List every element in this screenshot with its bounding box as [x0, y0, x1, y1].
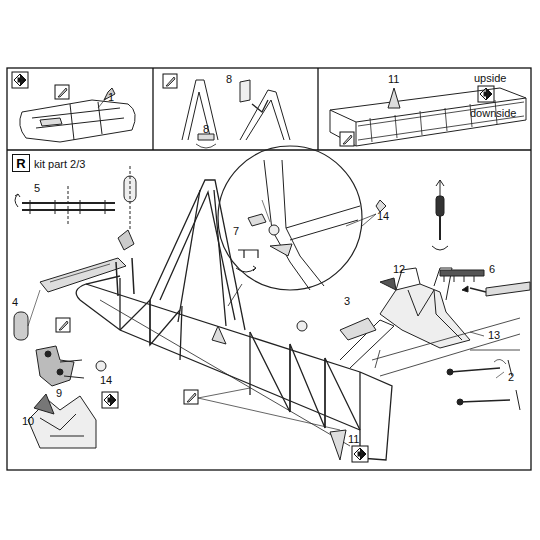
kit-part-note: kit part 2/3: [34, 159, 85, 170]
callout-number: 7: [233, 226, 239, 237]
callout-number: 8: [203, 124, 209, 135]
callout-number: 12: [393, 264, 405, 275]
cut-symbol: [163, 74, 177, 88]
side-symbol: [352, 446, 368, 462]
callout-number: 5: [34, 183, 40, 194]
callout-number: 8: [226, 74, 232, 85]
callout-number: 14: [377, 211, 389, 222]
callout-number: 11: [388, 74, 399, 85]
callout-number: 10: [22, 416, 34, 427]
cut-symbol: [340, 132, 354, 146]
section-letter: R: [16, 157, 25, 170]
section-badge: R: [12, 154, 30, 172]
cut-symbol: [56, 318, 70, 332]
callout-number: 3: [344, 296, 350, 307]
callout-number: 14: [100, 375, 112, 386]
callout-number: 6: [489, 264, 495, 275]
callout-number: 9: [56, 388, 62, 399]
callout-number: 1: [108, 92, 114, 103]
cut-symbol: [184, 390, 198, 404]
side-text: upside: [474, 73, 506, 84]
side-symbol: [102, 392, 118, 408]
cut-symbol: [55, 85, 69, 99]
side-text: downside: [470, 108, 516, 119]
callout-number: 2: [508, 372, 514, 383]
side-symbol: [478, 86, 494, 102]
side-symbol: [12, 72, 28, 88]
callout-number: 13: [488, 330, 500, 341]
callout-number: 11: [348, 434, 359, 445]
callout-number: 4: [12, 297, 18, 308]
